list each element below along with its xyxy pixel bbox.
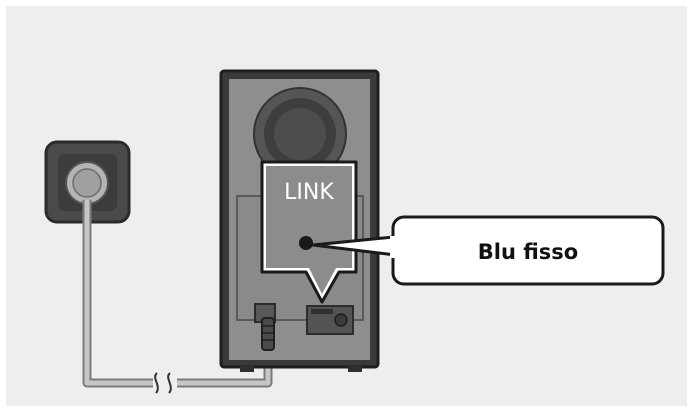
subwoofer-foot-right xyxy=(348,366,362,372)
power-socket xyxy=(254,303,276,351)
status-callout: Blu fisso xyxy=(390,215,665,286)
speaker-driver xyxy=(253,87,347,181)
wall-outlet xyxy=(44,140,131,224)
link-callout: LINK xyxy=(260,160,358,304)
status-label: Blu fisso xyxy=(478,240,578,264)
link-indicator-led xyxy=(299,236,313,250)
subwoofer-foot-left xyxy=(240,366,254,372)
link-label: LINK xyxy=(284,180,334,205)
cable-break-mark xyxy=(154,372,172,394)
